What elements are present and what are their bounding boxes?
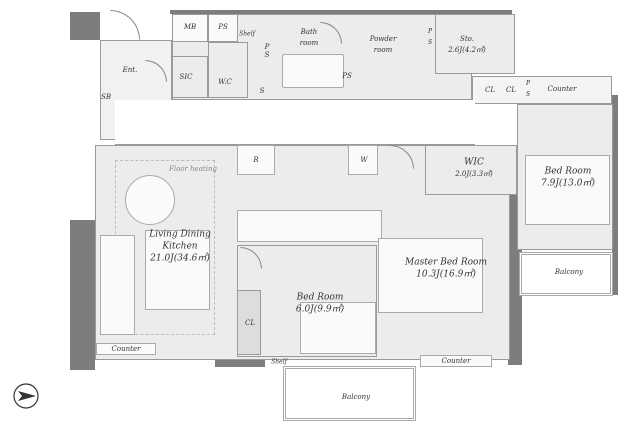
bed-mid [300, 302, 376, 354]
refrigerator-space [237, 145, 275, 175]
label-storage-area: 2.6J(4.2㎡) [448, 46, 486, 54]
wall [70, 12, 100, 40]
wall [170, 10, 510, 14]
label-pipe-space: P S [525, 80, 531, 98]
label-ldk: Living Dining [149, 229, 211, 240]
label-balcony: Balcony [554, 268, 584, 276]
label-wic: WIC [464, 157, 484, 168]
balcony-right [519, 252, 613, 296]
label-toilet: W.C [218, 78, 232, 86]
bed-master [378, 238, 483, 313]
label-closet: CL [484, 86, 496, 94]
label-closet: CL [244, 319, 256, 327]
shoe-closet [172, 56, 208, 98]
bed-right [525, 155, 610, 225]
label-pipe-space: PS [218, 23, 228, 31]
counter-bottom [420, 355, 492, 367]
label-washer: W [360, 156, 368, 164]
sofa [100, 235, 135, 335]
label-refrigerator: R [253, 156, 259, 164]
dining-table [125, 175, 175, 225]
label-counter: Counter [441, 357, 471, 365]
label-master-bedroom: Master Bed Room [404, 257, 488, 268]
label-closet: CL [505, 86, 517, 94]
storage-room [435, 14, 515, 74]
entrance-door[interactable] [110, 10, 140, 40]
label-meter-box: MB [183, 23, 197, 31]
label-ldk: Kitchen [162, 241, 198, 252]
north-compass-icon [13, 383, 39, 409]
label-wic-area: 2.0J(3.3㎡) [455, 170, 493, 178]
label-balcony: Balcony [341, 393, 371, 401]
label-floor-heating: Floor heating [169, 165, 217, 173]
label-pipe-space: P S [264, 43, 270, 59]
label-counter: Counter [547, 85, 577, 93]
label-powder-room: room [373, 46, 393, 54]
closet-counter-row [472, 76, 612, 104]
label-bathroom: room [299, 39, 319, 47]
label-ldk-area: 21.0J(34.6㎡) [150, 253, 210, 264]
label-shoe-closet: SIC [179, 73, 193, 81]
label-bedroom-area: 7.9J(13.0㎡) [541, 178, 595, 189]
label-pipe-space: PS [342, 72, 352, 80]
counter-left [96, 343, 156, 355]
label-bedroom: Bed Room [544, 166, 592, 177]
label-bedroom: Bed Room [296, 292, 344, 303]
wall [70, 220, 95, 370]
label-storage: Sto. [460, 35, 474, 43]
label-powder-room: Powder [369, 35, 397, 43]
walk-in-closet [425, 145, 517, 195]
balcony-bottom [283, 366, 416, 421]
label-shelf: Shelf [239, 30, 255, 38]
label-master-bedroom-area: 10.3J(16.9㎡) [416, 269, 476, 280]
label-bathroom: Bath [300, 28, 318, 36]
meter-box [172, 14, 208, 42]
label-pipe-space: P S [427, 28, 433, 46]
bathtub [282, 54, 344, 88]
wall [612, 95, 618, 295]
label-entrance: Ent. [122, 66, 138, 74]
label-shoe-box: SB [101, 93, 111, 101]
label-bedroom-area: 6.0J(9.9㎡) [295, 304, 345, 315]
label-shelf: Shelf [271, 358, 287, 366]
rug [145, 230, 210, 310]
closet-mid [237, 290, 261, 355]
corridor [115, 100, 475, 145]
washer-space [348, 145, 378, 175]
pipe-space [208, 14, 238, 42]
toilet [208, 42, 248, 98]
label-storage-s: S [259, 87, 265, 95]
kitchen-counter [237, 210, 382, 242]
label-counter: Counter [111, 345, 141, 353]
